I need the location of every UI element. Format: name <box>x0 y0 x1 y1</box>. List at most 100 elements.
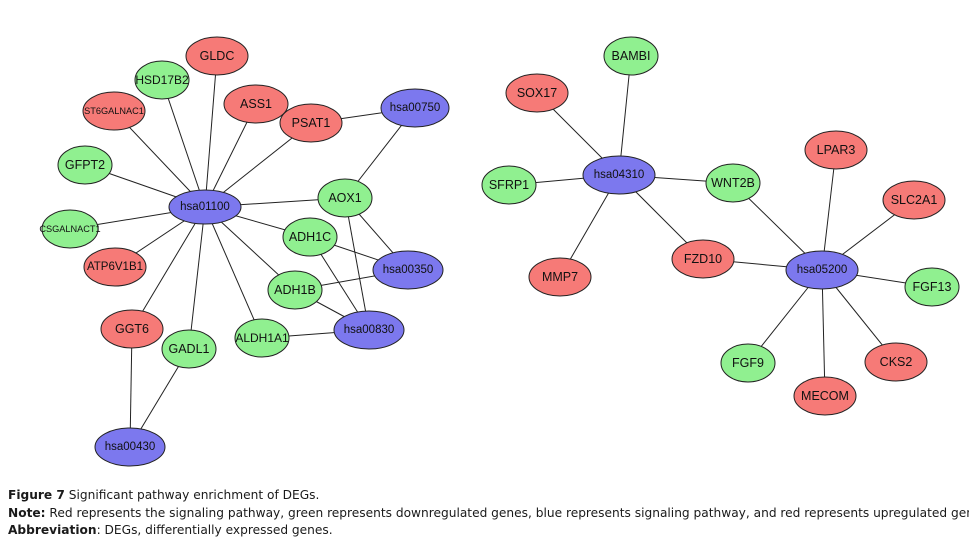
node-hsa04310: hsa04310 <box>582 155 656 195</box>
note-text: Red represents the signaling pathway, gr… <box>49 505 969 520</box>
node-ellipse <box>185 36 249 76</box>
node-fzd10: FZD10 <box>671 239 735 279</box>
node-ellipse <box>804 130 868 170</box>
node-mecom: MECOM <box>793 376 857 416</box>
node-label: HSD17B2 <box>135 73 189 87</box>
figure-label: Figure 7 <box>8 488 65 502</box>
node-label: CSGALNACT1 <box>39 224 100 234</box>
node-sfrp1: SFRP1 <box>481 165 537 205</box>
node-hsa00830: hsa00830 <box>333 310 405 350</box>
edge-hsa01100-aldh1a1 <box>204 206 263 339</box>
node-label: ASS1 <box>240 97 272 111</box>
node-label: MMP7 <box>542 270 578 284</box>
node-ellipse <box>168 189 242 225</box>
node-ellipse <box>481 165 537 205</box>
node-ellipse <box>505 73 569 113</box>
node-label: hsa00430 <box>105 441 156 453</box>
node-ellipse <box>528 257 592 297</box>
node-hsa00430: hsa00430 <box>94 427 166 467</box>
node-ellipse <box>282 217 338 257</box>
node-label: GLDC <box>200 49 235 63</box>
edge-aox1-hsa00830 <box>344 197 370 331</box>
node-csgalnact1: CSGALNACT1 <box>39 209 101 249</box>
node-slc2a1: SLC2A1 <box>882 180 946 220</box>
node-wnt2b: WNT2B <box>705 163 761 203</box>
node-lpar3: LPAR3 <box>804 130 868 170</box>
node-label: hsa00350 <box>383 264 434 276</box>
node-label: ST6GALNAC1 <box>84 106 144 116</box>
abbreviation-line: Abbreviation: DEGs, differentially expre… <box>8 522 963 540</box>
node-ellipse <box>372 250 444 290</box>
node-mmp7: MMP7 <box>528 257 592 297</box>
node-ellipse <box>333 310 405 350</box>
edge-hsa01100-ggt6 <box>131 206 206 330</box>
node-adh1b: ADH1B <box>267 270 323 310</box>
node-label: CKS2 <box>880 355 913 369</box>
edge-hsa01100-gldc <box>204 55 218 208</box>
node-label: GFPT2 <box>65 158 105 172</box>
node-gldc: GLDC <box>185 36 249 76</box>
node-label: MECOM <box>801 389 849 403</box>
node-ellipse <box>223 84 289 124</box>
node-ellipse <box>785 250 859 290</box>
node-hsd17b2: HSD17B2 <box>134 60 190 100</box>
node-psat1: PSAT1 <box>279 103 343 143</box>
node-label: FZD10 <box>684 252 722 266</box>
figure-caption: Figure 7 Significant pathway enrichment … <box>8 487 969 540</box>
node-hsa00750: hsa00750 <box>380 88 450 128</box>
node-label: FGF9 <box>732 356 764 370</box>
node-label: SFRP1 <box>489 178 529 192</box>
abbreviation-label: Abbreviation <box>8 523 97 537</box>
node-ellipse <box>279 103 343 143</box>
node-label: ATP6V1B1 <box>87 261 143 273</box>
node-ellipse <box>603 36 659 76</box>
node-ellipse <box>317 178 373 218</box>
node-ellipse <box>380 88 450 128</box>
node-label: BAMBI <box>612 49 651 63</box>
edge-hsa05200-lpar3 <box>821 149 837 271</box>
node-ellipse <box>904 267 960 307</box>
node-st6galnac1: ST6GALNAC1 <box>82 91 146 131</box>
node-ellipse <box>582 155 656 195</box>
node-fgf13: FGF13 <box>904 267 960 307</box>
node-label: hsa00750 <box>390 102 441 114</box>
node-label: hsa00830 <box>344 324 395 336</box>
abbreviation-text: : DEGs, differentially expressed genes. <box>96 523 333 537</box>
node-label: ADH1C <box>289 230 331 244</box>
node-ellipse <box>882 180 946 220</box>
node-gadl1: GADL1 <box>161 329 217 369</box>
node-cks2: CKS2 <box>864 342 928 382</box>
node-hsa05200: hsa05200 <box>785 250 859 290</box>
node-ellipse <box>57 145 113 185</box>
node-label: GGT6 <box>115 322 149 336</box>
node-ellipse <box>720 343 776 383</box>
edge-hsa05200-mecom <box>821 269 826 397</box>
node-label: hsa05200 <box>797 264 848 276</box>
node-aox1: AOX1 <box>317 178 373 218</box>
edge-hsa04310-bambi <box>618 55 632 176</box>
node-ellipse <box>94 427 166 467</box>
node-label: SLC2A1 <box>891 193 938 207</box>
node-label: LPAR3 <box>817 143 856 157</box>
node-label: SOX17 <box>517 86 557 100</box>
node-ellipse <box>161 329 217 369</box>
figure-title: Significant pathway enrichment of DEGs. <box>68 488 320 502</box>
note-line: Note: Red represents the signaling pathw… <box>8 505 969 523</box>
node-hsa01100: hsa01100 <box>168 189 242 225</box>
node-ellipse <box>82 91 146 131</box>
figure-title-line: Figure 7 Significant pathway enrichment … <box>8 487 963 505</box>
node-label: hsa04310 <box>594 169 645 181</box>
node-ellipse <box>100 309 164 349</box>
node-ass1: ASS1 <box>223 84 289 124</box>
node-label: FGF13 <box>913 280 952 294</box>
note-label: Note: <box>8 505 46 520</box>
node-label: ALDH1A1 <box>235 331 289 345</box>
node-ellipse <box>267 270 323 310</box>
node-ggt6: GGT6 <box>100 309 164 349</box>
node-adh1c: ADH1C <box>282 217 338 257</box>
node-gfpt2: GFPT2 <box>57 145 113 185</box>
node-label: AOX1 <box>328 191 361 205</box>
edge-ggt6-hsa00430 <box>129 328 133 448</box>
